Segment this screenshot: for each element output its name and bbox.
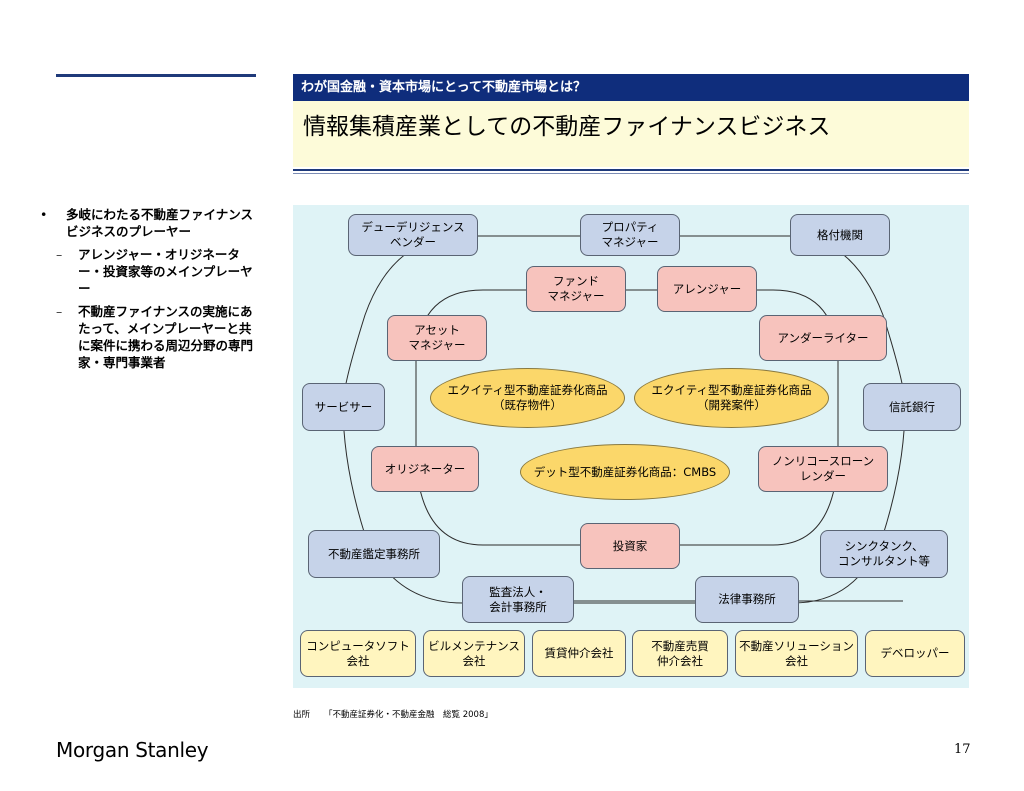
section-header: わが国金融・資本市場にとって不動産市場とは？: [293, 74, 969, 101]
node-servicer: サービサー: [302, 383, 385, 431]
slide-title-text: 情報集積産業としての不動産ファイナンスビジネス: [303, 114, 831, 140]
node-due-diligence-vendor: デューデリジェンス ベンダー: [348, 214, 478, 256]
player-diagram: デューデリジェンス ベンダー プロパティ マネジャー 格付機関 ファンド マネジ…: [293, 205, 969, 688]
node-appraisal-office: 不動産鑑定事務所: [308, 530, 440, 578]
bullet-marker: –: [56, 304, 63, 319]
node-rating-agency: 格付機関: [790, 214, 890, 256]
bullet-marker: –: [56, 247, 63, 262]
bullet-subitem: –アレンジャー・オリジネーター・投資家等のメインプレーヤー: [40, 246, 260, 297]
bullet-marker: •: [40, 207, 48, 222]
bullet-list: • 多岐にわたる不動産ファイナンスビジネスのプレーヤー –アレンジャー・オリジネー…: [40, 206, 260, 377]
node-rental-agency: 賃貸仲介会社: [532, 630, 626, 677]
node-fund-manager: ファンド マネジャー: [526, 266, 626, 312]
slide-title: 情報集積産業としての不動産ファイナンスビジネス: [293, 101, 969, 167]
node-audit-firm: 監査法人・ 会計事務所: [462, 576, 574, 623]
node-think-tank: シンクタンク、 コンサルタント等: [820, 530, 948, 578]
node-trust-bank: 信託銀行: [863, 383, 961, 431]
bullet-text: アレンジャー・オリジネーター・投資家等のメインプレーヤー: [78, 247, 253, 296]
node-sales-agency: 不動産売買 仲介会社: [632, 630, 728, 677]
title-rule-thin: [293, 173, 969, 174]
title-rule: [293, 169, 969, 171]
node-software-company: コンピュータソフト 会社: [300, 630, 416, 677]
bullet-subitem: –不動産ファイナンスの実施にあたって、メインプレーヤーと共に案件に携わる周辺分野…: [40, 303, 260, 371]
source-text: 「不動産証券化・不動産金融 総覧 2008」: [324, 710, 493, 720]
bullet-item: • 多岐にわたる不動産ファイナンスビジネスのプレーヤー: [40, 206, 260, 240]
bullet-text: 不動産ファイナンスの実施にあたって、メインプレーヤーと共に案件に携わる周辺分野の…: [78, 304, 254, 370]
product-debt-cmbs: デット型不動産証券化商品：CMBS: [520, 444, 730, 500]
node-property-manager: プロパティ マネジャー: [580, 214, 680, 256]
outer-ring: [342, 235, 906, 604]
brand-logo: Morgan Stanley: [56, 738, 209, 762]
page-number: 17: [954, 742, 971, 757]
node-asset-manager: アセット マネジャー: [387, 315, 487, 361]
node-arranger: アレンジャー: [657, 266, 757, 312]
node-solution-company: 不動産ソリューション 会社: [735, 630, 858, 677]
node-originator: オリジネーター: [371, 446, 479, 492]
product-equity-development: エクイティ型不動産証券化商品 （開発案件）: [634, 368, 829, 428]
bullet-text: 多岐にわたる不動産ファイナンスビジネスのプレーヤー: [66, 207, 254, 239]
product-equity-existing: エクイティ型不動産証券化商品 （既存物件）: [430, 368, 625, 428]
node-building-maintenance: ビルメンテナンス 会社: [423, 630, 525, 677]
node-developer: デベロッパー: [865, 630, 965, 677]
node-nonrecourse-lender: ノンリコースローン レンダー: [758, 446, 888, 492]
node-underwriter: アンダーライター: [759, 315, 887, 361]
source-note: 出所 「不動産証券化・不動産金融 総覧 2008」: [293, 708, 507, 720]
left-header-rule: [56, 74, 256, 77]
node-law-firm: 法律事務所: [695, 576, 799, 623]
source-label: 出所: [293, 710, 311, 720]
node-investor: 投資家: [580, 523, 680, 569]
